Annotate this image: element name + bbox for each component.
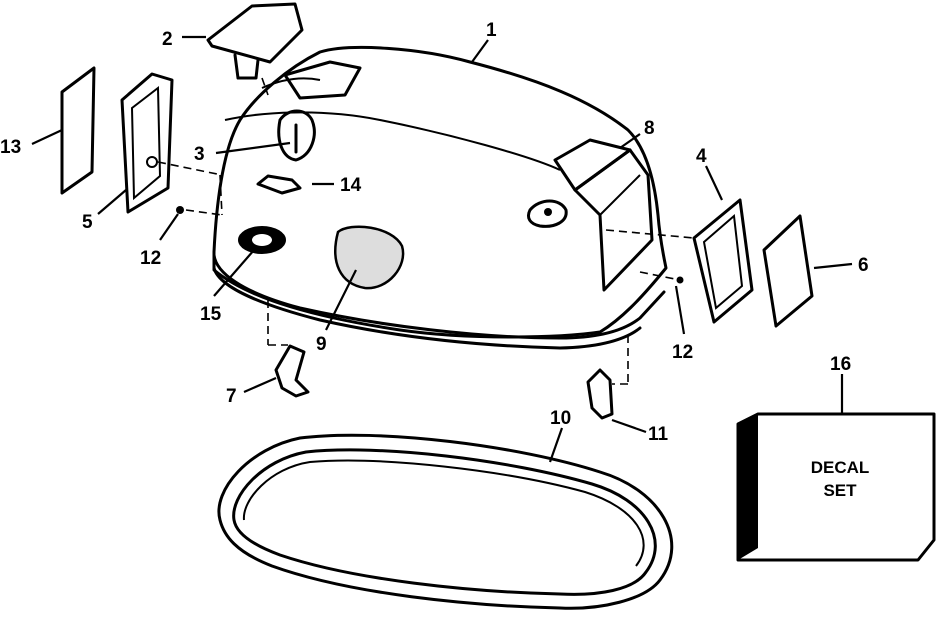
emblem-badge-inner	[252, 234, 272, 246]
window-frame	[605, 198, 754, 324]
bracket-left	[267, 300, 310, 398]
cover-cap	[206, 2, 304, 96]
window-gasket	[762, 214, 814, 328]
callout-9: 9	[316, 334, 327, 355]
side-cover	[120, 72, 174, 214]
callout-12-right: 12	[672, 342, 693, 363]
screw-right	[676, 276, 684, 284]
clip	[256, 174, 302, 195]
callout-numbers: 1 2 3 4 5 6 7 8 9 10 11 12 12 13 14 15 1…	[0, 20, 869, 445]
sound-pad	[334, 225, 405, 290]
callout-11: 11	[648, 424, 669, 445]
callout-12-left: 12	[140, 248, 161, 269]
callout-13: 13	[0, 137, 21, 158]
callout-15: 15	[200, 304, 222, 325]
engine-cover-hood	[157, 46, 668, 350]
callout-7: 7	[226, 386, 237, 407]
callout-8: 8	[644, 118, 655, 139]
callout-16: 16	[830, 354, 851, 375]
decal-line-2: SET	[823, 481, 857, 500]
latch	[277, 109, 316, 162]
callout-6: 6	[858, 255, 869, 276]
decal-set-box: DECAL SET	[736, 412, 936, 562]
callout-4: 4	[696, 146, 707, 167]
screw-left	[176, 206, 184, 214]
callout-1: 1	[486, 20, 497, 41]
callout-14: 14	[340, 175, 362, 196]
leader-lines	[31, 35, 853, 463]
callout-5: 5	[82, 212, 93, 233]
bracket-right	[586, 335, 629, 420]
seal-ring	[217, 433, 674, 610]
side-gasket	[60, 66, 96, 195]
grommet	[526, 199, 568, 228]
callout-2: 2	[162, 29, 173, 50]
callout-10: 10	[550, 408, 571, 429]
callout-3: 3	[194, 144, 205, 165]
decal-line-1: DECAL	[811, 458, 870, 477]
